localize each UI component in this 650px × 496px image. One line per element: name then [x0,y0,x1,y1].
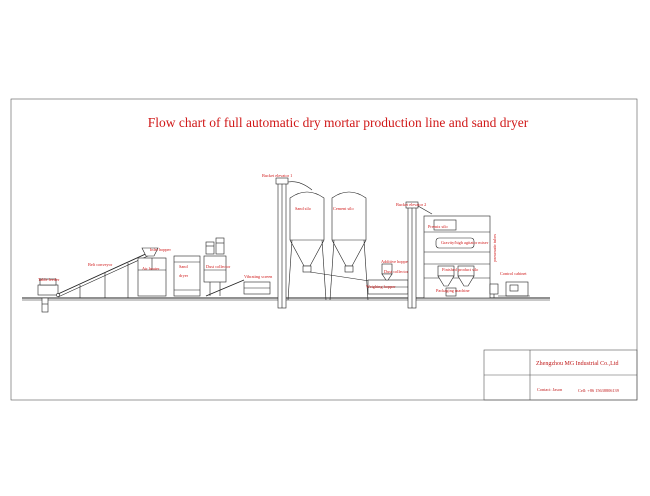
label-belt-conveyor: Belt conveyor [88,262,113,267]
vibrating-screen [205,279,271,297]
title-block-contact: Contact: Jason [537,387,563,392]
cement-silo [309,191,377,301]
label-inlet-hopper: Inlet hopper [150,247,171,252]
belt-conveyor [56,251,152,298]
label-sand: Sand [179,264,188,269]
label-mixer: Gravity/high agitator mixer [441,240,489,245]
label-cement-silo: Cement silo [333,206,354,211]
pneumatic-unit [489,283,499,298]
label-packaging-machine: Packaging machine [436,288,470,293]
label-vibrating-screen: Vibrating screen [244,274,273,279]
drawing-border [10,98,638,401]
table-feeder [30,278,64,313]
title-block-cell: Cell: +86 15638806139 [578,388,619,393]
air-heater [137,257,167,297]
dust-collector-1 [203,237,227,296]
label-sand-silo: Sand silo [295,206,311,211]
label-finished-product-silo: Finished product silo [442,267,478,272]
label-air-heater: Air heater [142,266,160,271]
title-block-company: Zhengzhou MG Industrial Co.,Ltd [536,361,619,367]
label-bucket-elevator-2: Bucket elevator 2 [396,202,426,207]
label-bucket-elevator-1: Bucket elevator 1 [262,173,292,178]
sand-silo [287,191,327,301]
control-cabinet [498,281,530,297]
label-weighing-hopper: Weighing hopper [366,284,396,289]
label-additive-hopper: Additive hopper [381,259,410,264]
label-dust-collector-1: Dust collector [206,264,231,269]
additive-hopper [381,263,393,281]
label-control-cabinet: Control cabinet [500,271,527,276]
label-dust-collector-2: Dust collector [384,269,409,274]
label-table-feeder: Table feeder [38,277,60,282]
bucket-elevator-1 [275,177,313,309]
diagram-title: Flow chart of full automatic dry mortar … [148,115,529,130]
bucket-elevator-2 [405,201,433,309]
label-pneumatic: pneumatic tubes [492,234,497,262]
label-dryer: dryer [179,273,189,278]
title-block [483,349,638,401]
mixing-tower [423,215,491,299]
label-premix-silo: Premix silo [428,224,448,229]
inlet-hopper [141,247,159,257]
sand-dryer [173,255,201,297]
